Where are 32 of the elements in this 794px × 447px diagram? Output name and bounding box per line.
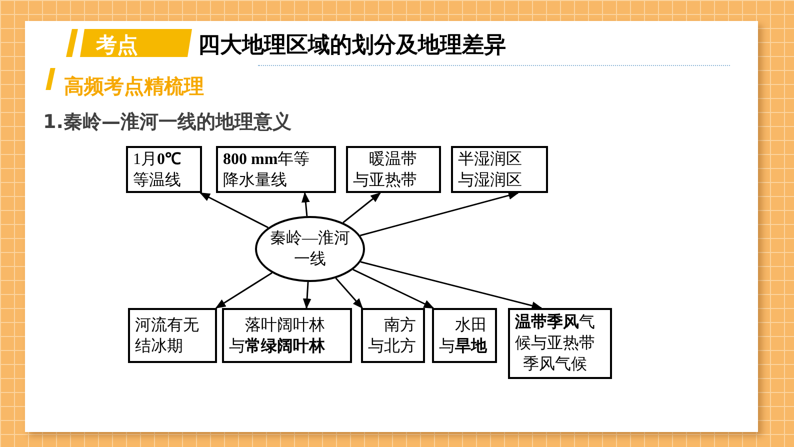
arrow (302, 282, 312, 310)
node-text: 南方与北方 (368, 316, 416, 356)
arrow (302, 192, 310, 216)
concept-box (128, 308, 217, 363)
concept-box (432, 308, 497, 363)
concept-box (222, 308, 352, 363)
node-text: 水田与旱地 (439, 316, 487, 356)
arrow (342, 192, 382, 224)
concept-box (126, 146, 202, 193)
node-text: 河流有无结冰期 (135, 316, 199, 356)
node-text: 落叶阔叶林与常绿阔叶林 (229, 316, 325, 356)
node-text: 1月0℃等温线 (133, 150, 182, 190)
concept-box (361, 308, 425, 363)
arrow (360, 261, 542, 310)
section-heading: 高频考点精梳理 (64, 73, 204, 100)
subheading: 1.秦岭—淮河一线的地理意义 (43, 110, 292, 135)
concept-box (346, 146, 441, 193)
section-tag: 考点 (96, 30, 138, 62)
concept-box (451, 146, 548, 193)
arrow (335, 278, 363, 309)
arrow (352, 268, 434, 309)
page-title: 四大地理区域的划分及地理差异 (198, 32, 506, 60)
node-text: 温带季风气候与亚热带季风气候 (515, 312, 595, 375)
node-text: 秦岭—淮河一线 (269, 228, 351, 270)
concept-box (216, 146, 336, 193)
arrow (215, 272, 272, 309)
arrow (360, 191, 519, 236)
node-text: 暖温带与亚热带 (353, 150, 417, 190)
node-text: 800 mm年等降水量线 (223, 150, 311, 190)
concept-box (508, 308, 612, 379)
node-text: 半湿润区与湿润区 (458, 150, 522, 190)
arrow (200, 192, 268, 228)
